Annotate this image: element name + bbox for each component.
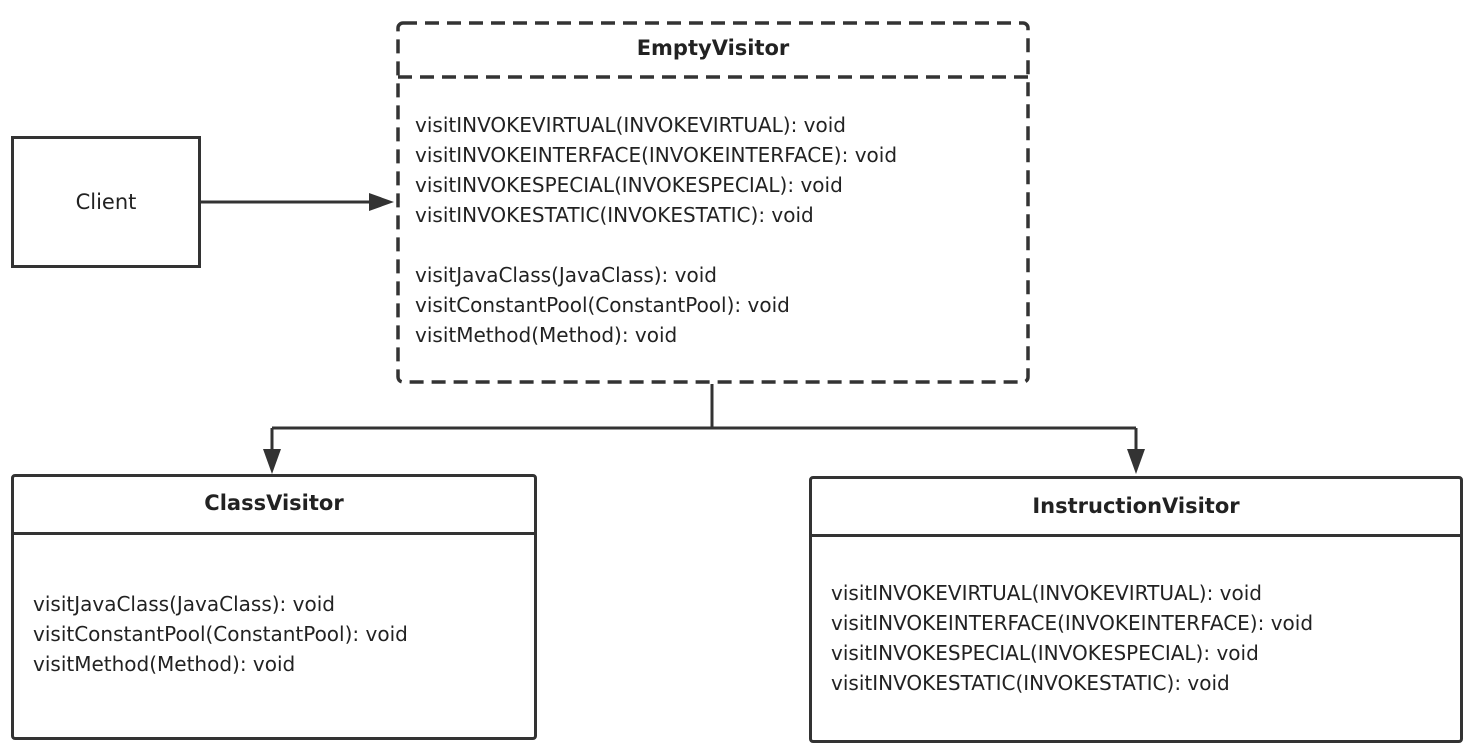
method-item: visitINVOKEVIRTUAL(INVOKEVIRTUAL): void	[415, 113, 847, 137]
method-item: visitINVOKESTATIC(INVOKESTATIC): void	[831, 671, 1230, 695]
classvisitor-title: ClassVisitor	[204, 491, 344, 515]
emptyvisitor-box: EmptyVisitor visitINVOKEVIRTUAL(INVOKEVI…	[396, 21, 1030, 384]
classvisitor-divider	[14, 532, 534, 535]
client-box: Client	[11, 136, 201, 268]
emptyvisitor-dashed-border	[396, 21, 1030, 384]
emptyvisitor-title: EmptyVisitor	[636, 36, 790, 60]
method-item: visitINVOKEINTERFACE(INVOKEINTERFACE): v…	[415, 143, 898, 167]
method-item: visitMethod(Method): void	[415, 323, 678, 347]
method-item: visitConstantPool(ConstantPool): void	[33, 622, 408, 646]
classvisitor-methods: visitJavaClass(JavaClass): void visitCon…	[33, 589, 408, 679]
instructionvisitor-methods: visitINVOKEVIRTUAL(INVOKEVIRTUAL): void …	[831, 578, 1313, 698]
method-item: visitConstantPool(ConstantPool): void	[415, 293, 790, 317]
method-item: visitINVOKESTATIC(INVOKESTATIC): void	[415, 203, 814, 227]
client-label: Client	[75, 190, 137, 214]
classvisitor-box: ClassVisitor visitJavaClass(JavaClass): …	[11, 474, 537, 740]
emptyvisitor-class-methods: visitJavaClass(JavaClass): void visitCon…	[415, 260, 790, 350]
method-item: visitJavaClass(JavaClass): void	[33, 592, 335, 616]
method-item: visitINVOKESPECIAL(INVOKESPECIAL): void	[415, 173, 843, 197]
method-item: visitMethod(Method): void	[33, 652, 296, 676]
emptyvisitor-instruction-methods: visitINVOKEVIRTUAL(INVOKEVIRTUAL): void …	[415, 110, 897, 230]
method-item: visitINVOKESPECIAL(INVOKESPECIAL): void	[831, 641, 1259, 665]
instructionvisitor-title: InstructionVisitor	[1032, 494, 1240, 518]
method-item: visitJavaClass(JavaClass): void	[415, 263, 717, 287]
classvisitor-arrowhead	[263, 449, 281, 474]
method-item: visitINVOKEINTERFACE(INVOKEINTERFACE): v…	[831, 611, 1314, 635]
instructionvisitor-box: InstructionVisitor visitINVOKEVIRTUAL(IN…	[809, 476, 1463, 743]
instructionvisitor-divider	[812, 534, 1460, 537]
client-to-emptyvisitor-arrowhead	[369, 193, 394, 211]
method-item: visitINVOKEVIRTUAL(INVOKEVIRTUAL): void	[831, 581, 1263, 605]
instructionvisitor-arrowhead	[1127, 449, 1145, 474]
